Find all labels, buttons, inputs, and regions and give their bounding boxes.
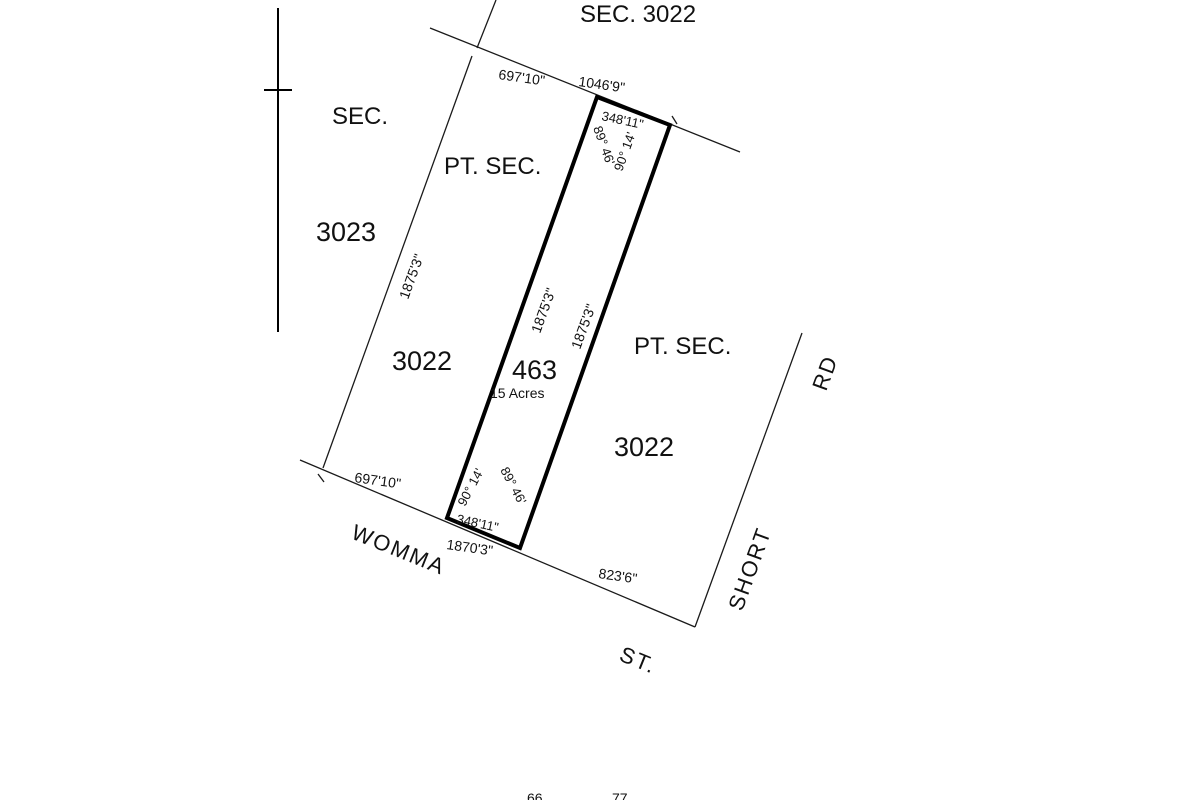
dim-top-left: 697'10" — [498, 66, 546, 88]
parcel-463-boundary — [444, 94, 673, 551]
short-road-line — [694, 332, 803, 628]
north-arrow-icon — [264, 8, 292, 332]
scale-label-left: 66 — [527, 790, 543, 800]
section-label-3022-left: 3022 — [392, 346, 452, 376]
parcel-number: 463 — [512, 355, 557, 385]
top-right-tick — [671, 115, 678, 125]
top-boundary-line — [429, 27, 741, 153]
pt-sec-label-left: PT. SEC. — [444, 153, 541, 180]
outer-left-dimension-line — [322, 55, 473, 469]
road-label-st: ST. — [616, 641, 660, 678]
section-label-sec: SEC. — [332, 103, 388, 130]
section-label-3022-right: 3022 — [614, 432, 674, 462]
road-label-womma: WOMMA — [348, 519, 449, 579]
dim-bottom-under: 1870'3" — [446, 536, 494, 558]
dim-parcel-left: 1875'3" — [528, 286, 559, 335]
bottom-left-tick — [317, 473, 325, 483]
parcel-area: 15 Acres — [490, 385, 544, 401]
section-lines — [299, 0, 803, 628]
dim-left-outer: 1875'3" — [396, 252, 427, 301]
dim-bottom-left: 697'10" — [354, 469, 402, 491]
dim-top-right: 1046'9" — [578, 73, 626, 95]
section-label-3023: 3023 — [316, 217, 376, 247]
road-label-rd: RD — [807, 352, 843, 394]
road-label-short: SHORT — [723, 524, 776, 614]
section-label-top: SEC. 3022 — [580, 1, 696, 28]
dim-bottom-right: 823'6" — [598, 565, 639, 586]
scale-label-right: 77 — [612, 790, 628, 800]
pt-sec-label-right: PT. SEC. — [634, 333, 731, 360]
angle-bottom-right: 89° 46' — [497, 464, 529, 507]
bottom-boundary-line — [299, 459, 696, 628]
upper-left-diagonal-line — [476, 0, 497, 49]
